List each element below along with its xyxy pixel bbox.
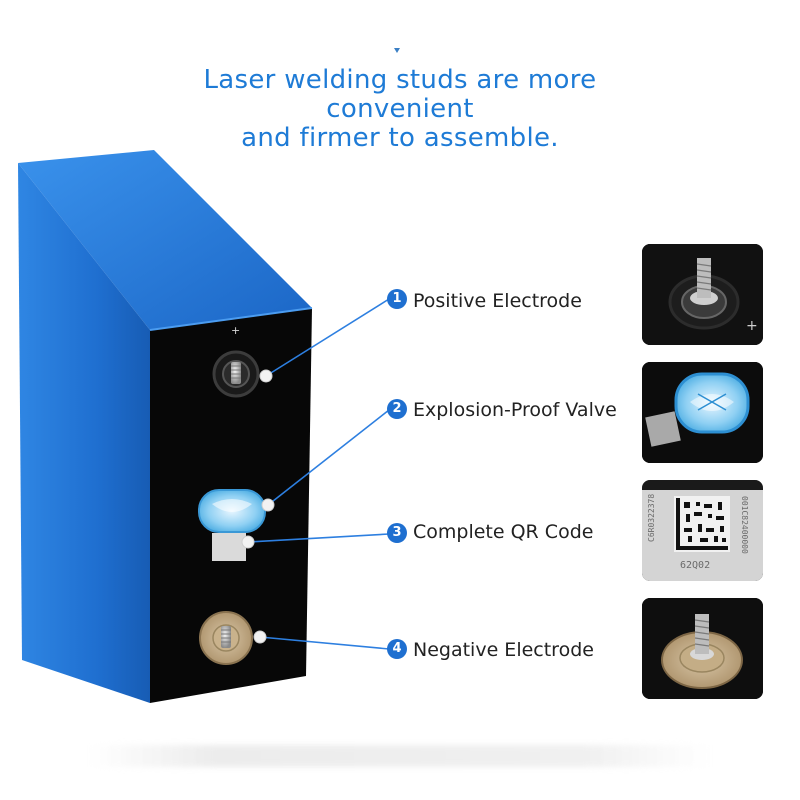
callout-label-negative-electrode: Negative Electrode [413, 639, 594, 661]
valve-icon [642, 362, 763, 463]
callout-label-explosion-proof-valve: Explosion-Proof Valve [413, 399, 617, 421]
negative-terminal [199, 611, 253, 665]
floor-shadow [90, 745, 710, 767]
callout-number-1: 1 [387, 289, 407, 309]
positive-terminal [212, 350, 260, 398]
battery-top-face [18, 150, 312, 330]
callout-lines [247, 298, 390, 650]
headline-line-1: Laser welding studs are more [203, 65, 597, 95]
svg-text:+: + [746, 318, 758, 334]
positive-terminal-icon: + [642, 244, 763, 345]
negative-terminal-icon [642, 598, 763, 699]
callout-number-4: 4 [387, 639, 407, 659]
headline-line-2: convenient [326, 94, 474, 124]
qr-code-text-1: 001C82400000 [740, 496, 749, 554]
explosion-proof-valve [198, 489, 266, 533]
qr-code-text-3: 62Q02 [680, 560, 710, 571]
callout-dots [241, 369, 275, 644]
qr-label [212, 533, 246, 561]
caret-marker [394, 48, 400, 53]
callout-label-positive-electrode: Positive Electrode [413, 290, 582, 312]
headline-line-3: and firmer to assemble. [241, 123, 559, 153]
callout-number-3: 3 [387, 523, 407, 543]
qr-code-icon: C6R0322378 001C82400000 62Q02 [642, 480, 763, 581]
battery-plus-mark: + [231, 324, 241, 337]
callout-label-qr-code: Complete QR Code [413, 521, 594, 543]
qr-code-text-2: C6R0322378 [647, 494, 656, 542]
battery-side-face [18, 163, 150, 703]
callout-number-2: 2 [387, 399, 407, 419]
